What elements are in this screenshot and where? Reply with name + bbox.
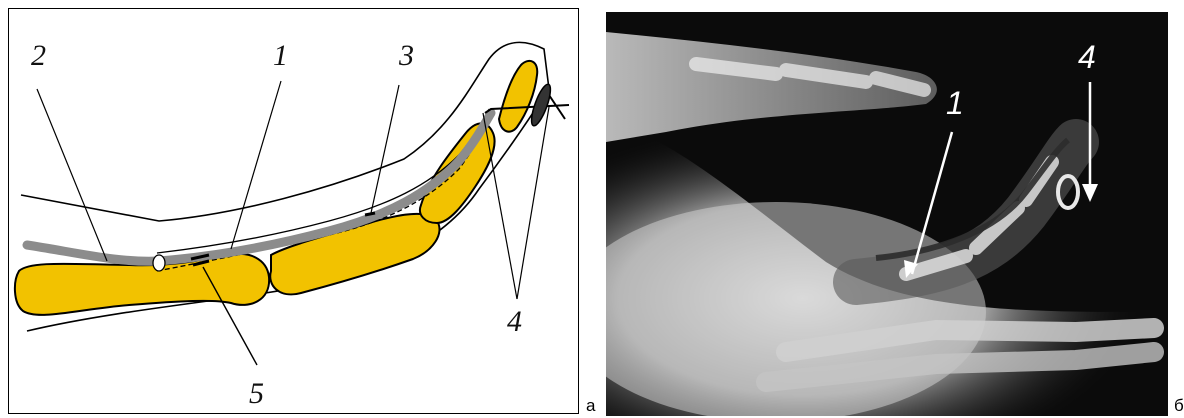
leader-2: [37, 89, 107, 261]
xray-image: 1 4: [606, 12, 1168, 416]
label-1: 1: [273, 39, 288, 72]
label-4: 4: [507, 305, 522, 338]
arrow-4-head: [1082, 184, 1098, 202]
catheter-end: [153, 255, 165, 271]
panel-a-tag: a: [586, 396, 595, 416]
leader-3: [371, 85, 399, 213]
label-3: 3: [398, 39, 414, 72]
xray-label-4: 4: [1078, 39, 1096, 75]
distal-phalanx-base: [420, 123, 495, 223]
xray-panel: 1 4: [606, 12, 1168, 416]
marker-3: [365, 213, 375, 215]
label-2: 2: [31, 39, 46, 72]
label-5: 5: [249, 377, 264, 410]
leader-1: [231, 81, 281, 249]
panel-b-tag: б: [1174, 396, 1184, 416]
finger-schematic: 2 1 3 4 5: [9, 9, 578, 413]
schematic-panel: 2 1 3 4 5: [8, 8, 579, 414]
xray-label-1: 1: [946, 85, 964, 121]
leader-4a: [483, 113, 517, 299]
leader-4b: [517, 107, 549, 299]
